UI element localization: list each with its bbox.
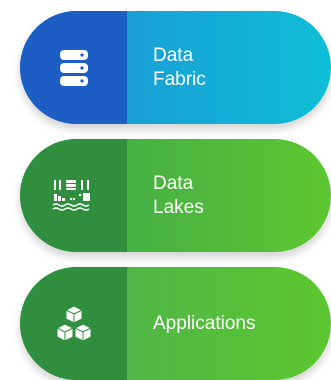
label-line-2: Fabric: [153, 68, 206, 90]
icon-cap: [20, 267, 127, 380]
label-line-1: Data: [153, 44, 194, 66]
layer-label: Data Fabric: [153, 11, 206, 124]
layer-label: Applications: [153, 267, 255, 380]
label-line-2: Lakes: [153, 196, 204, 218]
icon-cap: [20, 139, 127, 252]
label-line-1: Applications: [153, 312, 256, 334]
cubes-icon: [54, 304, 94, 343]
label-line-1: Data: [153, 172, 194, 194]
icon-cap: [20, 11, 127, 124]
layer-data-fabric: Data Fabric: [20, 11, 331, 124]
layer-data-lakes: Data Lakes: [20, 139, 331, 252]
layer-applications: Applications: [20, 267, 331, 380]
data-lake-icon: [52, 179, 96, 213]
database-icon: [59, 49, 88, 86]
layer-label: Data Lakes: [153, 139, 204, 252]
